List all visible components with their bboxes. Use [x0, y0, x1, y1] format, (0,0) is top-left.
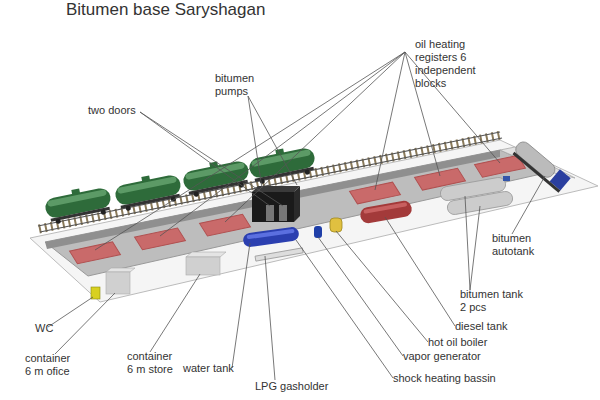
heating-register [200, 214, 251, 236]
leader-line [375, 52, 405, 190]
leader-line [470, 206, 480, 290]
callout-label: diesel tank [455, 320, 508, 333]
tank-highlight [247, 229, 295, 240]
pump-house-side [294, 186, 300, 222]
callout-label: shock heating bassin [393, 372, 496, 385]
callout-label: container 6 m store [127, 350, 179, 376]
wheel [304, 169, 310, 175]
callout-label: vapor generator [403, 350, 481, 363]
door [266, 205, 274, 221]
hot-oil-boiler [330, 218, 342, 232]
door [279, 205, 287, 221]
wheel [193, 191, 199, 197]
container-roof [186, 252, 226, 257]
tank-highlight [185, 162, 245, 180]
heating-register [70, 242, 121, 264]
leader-line [140, 112, 283, 206]
wheel [100, 209, 106, 215]
wheel [259, 178, 265, 184]
callout-label: LPG gasholder [255, 380, 328, 393]
callout-label: water tank [183, 362, 234, 375]
rail [38, 132, 500, 226]
wheel [55, 218, 61, 224]
callout-label: bitumen autotank [492, 232, 542, 258]
heating-register [350, 182, 401, 204]
leader-line [232, 243, 250, 368]
callout-label: bitumen pumps [215, 72, 265, 98]
container-roof [106, 268, 135, 272]
heating-register [475, 155, 526, 177]
leader-line [160, 52, 405, 236]
rail-sleepers [39, 135, 501, 229]
tank-highlight [47, 189, 107, 207]
bitumen-tank [446, 190, 513, 215]
tank-body [359, 200, 413, 225]
store-container [186, 257, 220, 275]
heating-register [135, 228, 186, 250]
leader-line [296, 240, 393, 378]
leader-line [385, 217, 455, 326]
tank-dome [141, 175, 150, 181]
small-fitting [503, 176, 510, 181]
leader-line [336, 231, 428, 342]
truck-frame [512, 152, 560, 193]
leader-line [95, 52, 405, 250]
base-slab [30, 140, 598, 302]
tank-car [43, 183, 114, 226]
leader-line [265, 256, 275, 380]
leader-lines [48, 52, 545, 380]
leader-line [140, 112, 270, 206]
pump-house [252, 192, 294, 222]
office-container [106, 272, 130, 294]
leader-line [48, 297, 93, 327]
tank-car [247, 143, 318, 186]
callout-label: bitumen tank 2 pcs [460, 288, 528, 314]
leader-line [512, 176, 545, 234]
leader-line [248, 96, 297, 185]
leader-line [318, 237, 403, 356]
callout-label: oil heating registers 6 independent bloc… [415, 38, 481, 90]
callout-label: hot oil boiler [428, 336, 487, 349]
diesel-tank [359, 200, 413, 225]
tank-highlight [117, 176, 177, 194]
vapor-generator [314, 226, 322, 238]
tank-truck [511, 138, 571, 192]
tank-dome [71, 188, 80, 194]
tank-car [113, 170, 184, 213]
wheel [125, 205, 131, 211]
tank-highlight [363, 202, 407, 214]
leader-line [248, 96, 262, 188]
rail [40, 138, 502, 232]
tank-body [242, 226, 299, 248]
callout-label: WC [35, 322, 53, 335]
callout-label: container 6 m ofice [25, 352, 77, 378]
blue-tank [242, 226, 299, 248]
callout-label: two doors [88, 104, 136, 117]
heating-basin [255, 248, 303, 261]
pump-house-roof [252, 186, 300, 192]
diagram-title: Bitumen base Saryshagan [66, 0, 265, 20]
tank-highlight [251, 149, 311, 167]
leader-line [150, 274, 200, 352]
leader-line [465, 196, 470, 290]
